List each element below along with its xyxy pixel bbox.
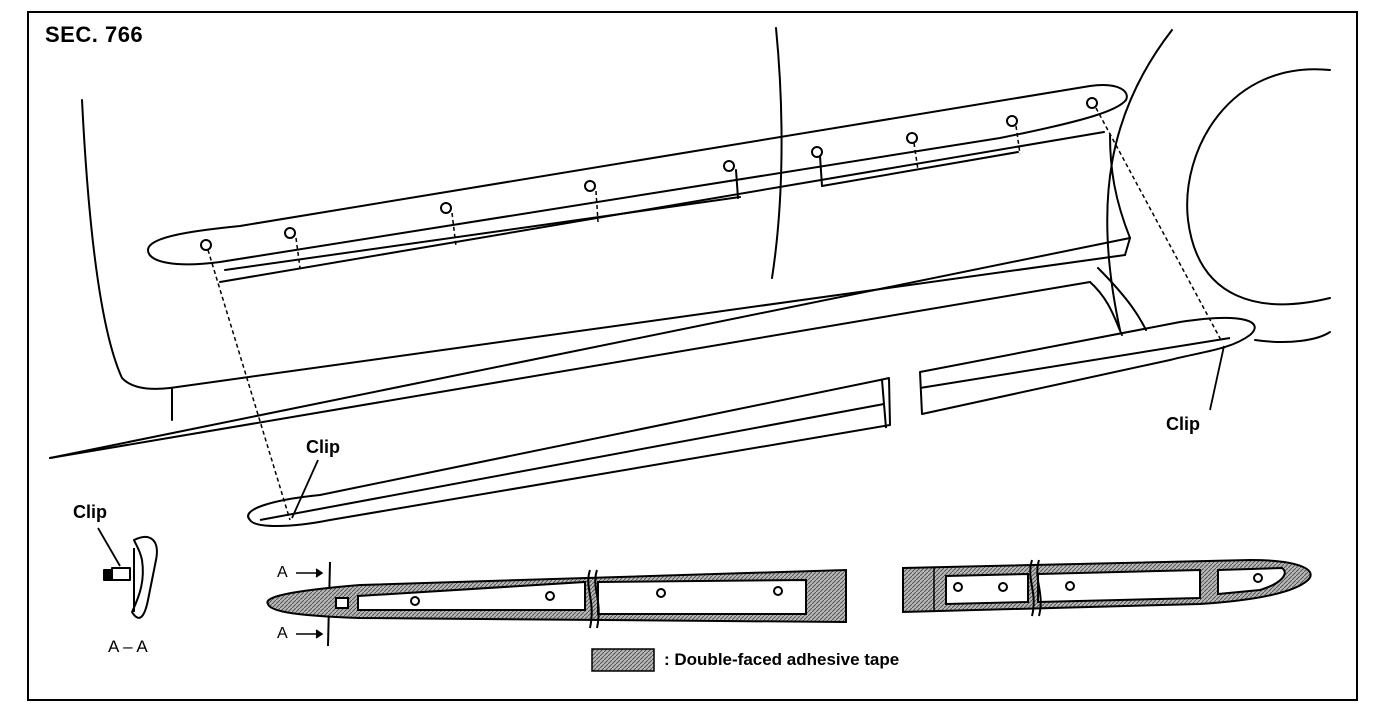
wheel-arch-inner	[1097, 267, 1147, 331]
section-marker-top: A	[277, 564, 288, 581]
section-view-label: A – A	[108, 637, 148, 656]
clip-callout-front: Clip	[306, 437, 340, 457]
body-rocker-line-2	[49, 237, 1131, 459]
clip-leader-front	[207, 249, 291, 521]
clip-hole	[200, 239, 212, 251]
upper-molding-inner	[219, 131, 1105, 283]
lower-front-molding	[247, 377, 891, 527]
door-seam	[771, 27, 783, 279]
clip-callout-section: Clip	[73, 502, 107, 522]
body-rocker-line	[49, 281, 1091, 459]
rear-molding-base	[821, 151, 1019, 187]
clip-hole	[811, 146, 823, 158]
lower-rear-molding	[919, 316, 1256, 415]
tape-layout-front	[266, 568, 847, 624]
clip-hole	[284, 227, 296, 239]
tape-layout-rear	[902, 558, 1312, 614]
legend-swatch	[591, 648, 655, 672]
clip-hole	[584, 180, 596, 192]
wheel-arch-lower	[1254, 331, 1331, 343]
clip-section-detail	[103, 535, 158, 619]
upper-molding	[147, 84, 1128, 266]
wheel-arch-outer	[1106, 29, 1173, 331]
clip-callout-rear: Clip	[1166, 414, 1200, 434]
clip-leader-rear	[1095, 107, 1223, 343]
legend-label: : Double-faced adhesive tape	[664, 650, 900, 669]
wheel-arch-mid	[1089, 281, 1123, 336]
body-rear-contour	[1109, 134, 1131, 256]
clip-hole	[1006, 115, 1018, 127]
clip-hole	[1086, 97, 1098, 109]
clip-hole	[440, 202, 452, 214]
section-label: SEC. 766	[45, 22, 144, 47]
upper-molding-base	[224, 196, 741, 271]
wheel-tire	[1186, 68, 1331, 306]
clip-hole	[723, 160, 735, 172]
section-marker-bottom: A	[277, 625, 288, 642]
body-lower-line	[169, 254, 1126, 389]
clip-hole	[906, 132, 918, 144]
door-front-edge	[81, 99, 171, 390]
